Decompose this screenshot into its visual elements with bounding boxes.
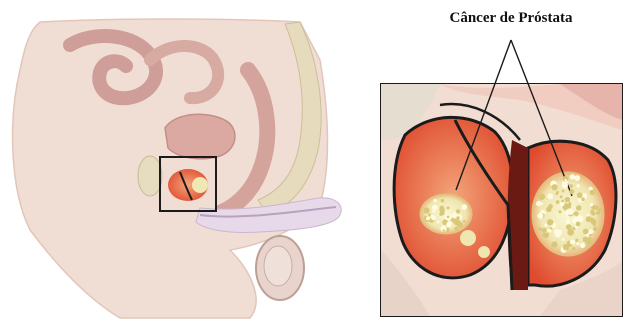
anatomy-section	[13, 19, 342, 318]
tumor-cell	[439, 212, 443, 216]
tumor-cell	[569, 184, 573, 188]
tumor-cell	[457, 222, 463, 228]
zoom-panel	[381, 84, 622, 316]
tumor-cell	[443, 229, 445, 231]
tumor-cell	[564, 176, 567, 179]
tumor-cell	[561, 199, 564, 202]
tumor-cell	[540, 202, 543, 205]
tumor-cell	[562, 190, 565, 193]
tumor-cell	[576, 205, 582, 211]
tumor-cell	[570, 174, 576, 180]
tumor-cell	[583, 229, 589, 235]
tumor-cell	[551, 184, 557, 190]
tumor-cell	[566, 220, 571, 225]
tumor-cell	[564, 179, 567, 182]
tumor-cell	[456, 216, 459, 219]
tumor-cell	[439, 208, 443, 212]
tumor-cell	[463, 220, 466, 223]
tumor-cell	[569, 189, 574, 194]
tumor-cell	[577, 216, 584, 223]
tumor-cell	[589, 190, 594, 195]
tumor-cell	[583, 237, 588, 242]
tumor-cell	[542, 228, 547, 233]
tumor-cell	[567, 229, 574, 236]
tumor-cell	[449, 221, 452, 224]
tumor-cell	[538, 213, 544, 219]
tumor-cell	[562, 238, 565, 241]
tumor-cell	[558, 210, 561, 213]
tumor-cell	[560, 202, 564, 206]
tumor-cell	[598, 208, 601, 211]
tumor-cell	[576, 242, 579, 245]
tumor-cell	[576, 222, 581, 227]
tumor-cell	[551, 241, 557, 247]
tumor-cell	[576, 184, 580, 188]
tumor-cell	[446, 206, 449, 209]
tumor-cell	[426, 216, 430, 220]
tumor-cell	[539, 227, 543, 231]
tumor-cell	[560, 195, 563, 198]
tumor-cell	[433, 199, 436, 202]
tumor-cell	[574, 175, 580, 181]
tumor-cell	[547, 193, 553, 199]
tumor-cell	[593, 227, 597, 231]
tumor-cell	[538, 193, 545, 200]
tumor-cell	[565, 197, 570, 202]
tumor-cell	[431, 215, 436, 220]
tumor-small	[192, 177, 208, 193]
tumor-cell	[437, 221, 440, 224]
tumor-cell	[572, 247, 575, 250]
tumor-cell	[548, 204, 553, 209]
bladder	[165, 114, 235, 159]
tumor-cell	[586, 216, 592, 222]
tumor-cell	[581, 197, 585, 201]
tumor-cell	[447, 215, 450, 218]
tumor-cell	[556, 191, 559, 194]
tumor-cell	[577, 192, 583, 198]
tumor-cell	[554, 229, 559, 234]
tumor-cell	[428, 213, 431, 216]
tumor-cell	[580, 243, 585, 248]
tumor-cell	[575, 239, 578, 242]
tumor-cell	[544, 223, 547, 226]
tumor-cell	[432, 207, 435, 210]
tumor-cell	[587, 214, 590, 217]
tumor-cell	[452, 212, 458, 218]
tumor-cell	[547, 219, 553, 225]
tumor-cell	[556, 200, 560, 204]
tumor-cell	[553, 225, 556, 228]
tumor-cell	[591, 211, 595, 215]
diagnosis-label: Câncer de Próstata	[416, 10, 606, 27]
tumor-cell	[565, 209, 571, 215]
tumor-cell	[423, 207, 429, 213]
tumor-cell	[574, 211, 579, 216]
tumor-cell	[441, 199, 445, 203]
tumor-cell	[590, 203, 593, 206]
pubic-bone	[138, 156, 162, 196]
tumor-cell	[570, 239, 575, 244]
tumor-cell	[563, 244, 569, 250]
tumor-cell	[456, 209, 460, 213]
tumor-cell	[461, 204, 467, 210]
testis-inner	[264, 246, 292, 286]
tumor-cell	[548, 229, 552, 233]
tumor-cell	[594, 205, 599, 210]
